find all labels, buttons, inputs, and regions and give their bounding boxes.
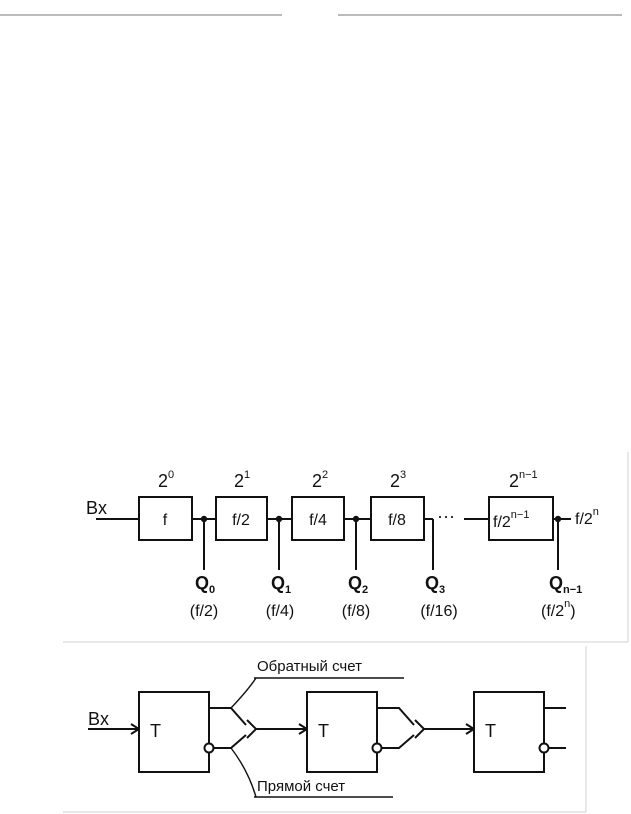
trigger-box-1	[138, 691, 210, 773]
weight-4: 2n−1	[509, 469, 538, 491]
forward-count-label: Прямой счет	[257, 778, 345, 795]
inverse-output-wire-2	[381, 734, 415, 749]
freq-label-0: (f/2)	[190, 603, 218, 620]
direct-output-wire-2	[377, 707, 415, 726]
inverse-output-bubble-3	[538, 742, 550, 754]
stage-label-4: f/2n−1	[493, 509, 529, 531]
reverse-branch-1	[230, 677, 257, 709]
output-label: f/2n	[575, 506, 599, 528]
weight-3: 23	[390, 469, 406, 491]
freq-label-4: (f/2n)	[541, 598, 576, 620]
trigger-label-2: T	[318, 721, 329, 741]
stage-label-2: f/4	[309, 512, 327, 529]
direct-output-wire-1	[209, 707, 247, 726]
inverse-output-bubble-1	[203, 742, 215, 754]
reverse-count-label: Обратный счет	[257, 658, 362, 675]
q-label-4: Qn−1	[549, 573, 582, 596]
stage-label-1: f/2	[232, 512, 250, 529]
counter-chain-diagram: Bx ··· 20 21 22 23 2n−1 f	[63, 452, 629, 643]
inverse-output-wire-1	[213, 734, 247, 749]
forward-branch-1	[230, 747, 257, 798]
trigger-box-3	[473, 691, 545, 773]
freq-label-2: (f/8)	[342, 603, 370, 620]
stage-box-2	[291, 496, 345, 541]
input-label: Bx	[86, 498, 107, 518]
freq-label-1: (f/4)	[266, 603, 294, 620]
stage-box-4	[488, 496, 554, 541]
q-label-3: Q3	[425, 573, 445, 596]
switch-chevron-2	[414, 719, 426, 739]
trigger-box-2	[306, 691, 378, 773]
input-label-2: Bx	[88, 709, 109, 729]
weight-1: 21	[234, 469, 250, 491]
stage-label-0: f	[163, 512, 168, 529]
weight-0: 20	[158, 469, 174, 491]
q-label-2: Q2	[348, 573, 368, 596]
trigger-label-3: T	[485, 721, 496, 741]
weight-2: 22	[312, 469, 328, 491]
stage-label-3: f/8	[388, 512, 406, 529]
switch-chevron-1	[246, 719, 258, 739]
freq-label-3: (f/16)	[420, 603, 457, 620]
q-label-1: Q1	[271, 573, 291, 596]
chain-ellipsis: ···	[437, 506, 455, 526]
q-label-0: Q0	[195, 573, 215, 596]
inverse-output-bubble-2	[371, 742, 383, 754]
trigger-label-1: T	[150, 721, 161, 741]
reversible-counter-diagram: Обратный счет Прямой счет Bx T T T	[63, 646, 587, 813]
